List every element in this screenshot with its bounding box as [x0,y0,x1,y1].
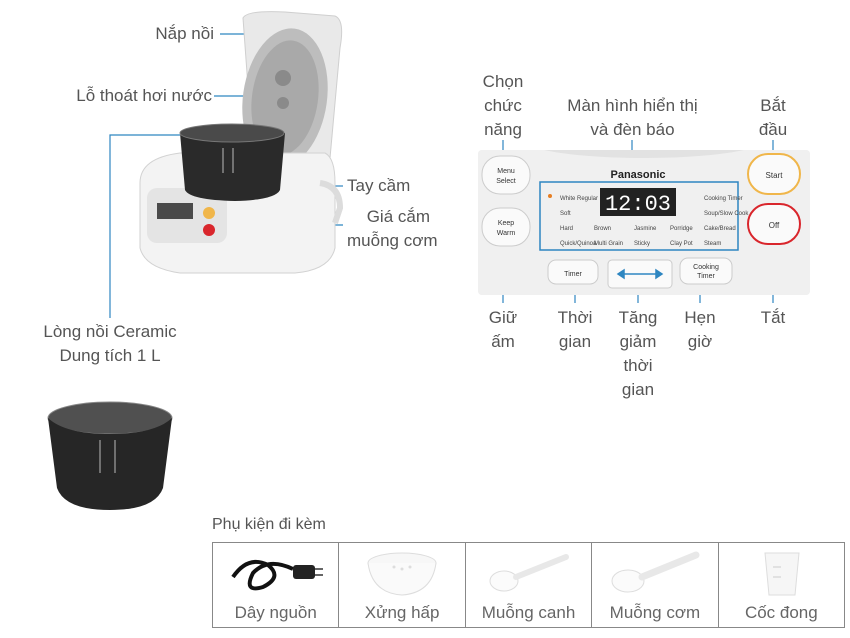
svg-text:Porridge: Porridge [670,226,693,232]
svg-text:Warm: Warm [497,230,516,237]
svg-text:Timer: Timer [697,273,715,280]
svg-text:Start: Start [766,171,784,180]
inner-pot-image [47,401,173,510]
label-steam-vent: Lỗ thoát hơi nước [76,86,212,105]
label-adjust-1: Tăng [618,308,658,327]
svg-text:Hard: Hard [560,226,573,232]
svg-text:Cooking: Cooking [693,264,719,271]
label-paddle-holder-2: muỗng cơm [347,231,438,250]
accessory-soup-ladle: Muỗng canh [464,543,591,627]
accessory-label: Muỗng cơm [609,603,701,622]
label-timer-1: Thời [557,308,593,327]
svg-text:Soup/Slow Cook: Soup/Slow Cook [704,211,749,217]
svg-text:Quick/Quinoa: Quick/Quinoa [560,241,597,247]
accessory-label: Muỗng canh [481,603,576,622]
svg-text:Cooking Timer: Cooking Timer [704,196,743,202]
accessory-rice-paddle: Muỗng cơm [591,543,717,627]
label-off: Tắt [760,308,786,327]
label-menu-2: chức [484,96,522,115]
accessory-steamer: Xửng hấp [338,543,464,627]
svg-text:Jasmine: Jasmine [634,226,657,232]
label-start-2: đầu [758,120,788,139]
svg-text:Multi Grain: Multi Grain [594,241,623,247]
svg-text:Soft: Soft [560,211,571,217]
svg-text:Steam: Steam [704,241,721,247]
svg-text:Select: Select [496,178,516,185]
accessories-title: Phụ kiện đi kèm [212,516,326,533]
label-lid: Nắp nồi [155,24,214,43]
accessories-table: Dây nguồn Xửng hấp Muỗng canh Muỗng cơm … [212,542,845,628]
svg-text:Menu: Menu [497,168,515,175]
label-menu-3: năng [484,120,522,139]
soup-ladle-icon [489,554,569,592]
accessory-label: Cốc đong [744,603,818,622]
label-keep-warm-2: ấm [491,332,515,351]
svg-text:White Regular: White Regular [560,196,598,202]
svg-text:Clay Pot: Clay Pot [670,241,693,247]
svg-text:Keep: Keep [498,220,514,227]
label-cooking-timer-2: giờ [687,332,713,351]
label-adjust-3: thời [623,356,653,375]
label-handle: Tay cầm [347,176,411,195]
control-panel-image: Panasonic 12:03 White RegularSoftHardQui… [478,150,810,295]
label-display-2: và đèn báo [590,120,675,139]
label-adjust-2: giảm [619,332,657,351]
label-adjust-4: gian [621,380,655,399]
label-menu-1: Chọn [482,72,524,91]
accessory-measuring-cup: Cốc đong [717,543,844,627]
svg-text:Timer: Timer [564,271,582,278]
panel-brand: Panasonic [610,169,665,181]
svg-text:Off: Off [769,221,780,230]
steamer-basket-icon [367,552,437,596]
label-keep-warm-1: Giữ [488,308,518,327]
svg-text:Sticky: Sticky [634,241,650,247]
accessory-label: Xửng hấp [364,603,440,622]
label-timer-2: gian [558,332,592,351]
panel-display-digits: 12:03 [605,192,671,217]
label-paddle-holder-1: Giá cắm [366,207,430,226]
label-cooking-timer-1: Hẹn [684,308,716,327]
label-display-1: Màn hình hiển thị [567,96,698,115]
measuring-cup-icon [764,552,800,596]
power-cord-icon [231,560,323,591]
label-inner-pot-1: Lòng nồi Ceramic [43,322,177,341]
rice-paddle-icon [611,551,700,593]
svg-text:Cake/Bread: Cake/Bread [704,226,736,232]
label-inner-pot-2: Dung tích 1 L [59,346,161,365]
accessory-label: Dây nguồn [234,603,317,622]
label-start-1: Bắt [760,96,786,115]
svg-text:Brown: Brown [594,226,611,232]
accessory-power-cord: Dây nguồn [213,543,338,627]
rice-cooker-image [139,11,344,274]
